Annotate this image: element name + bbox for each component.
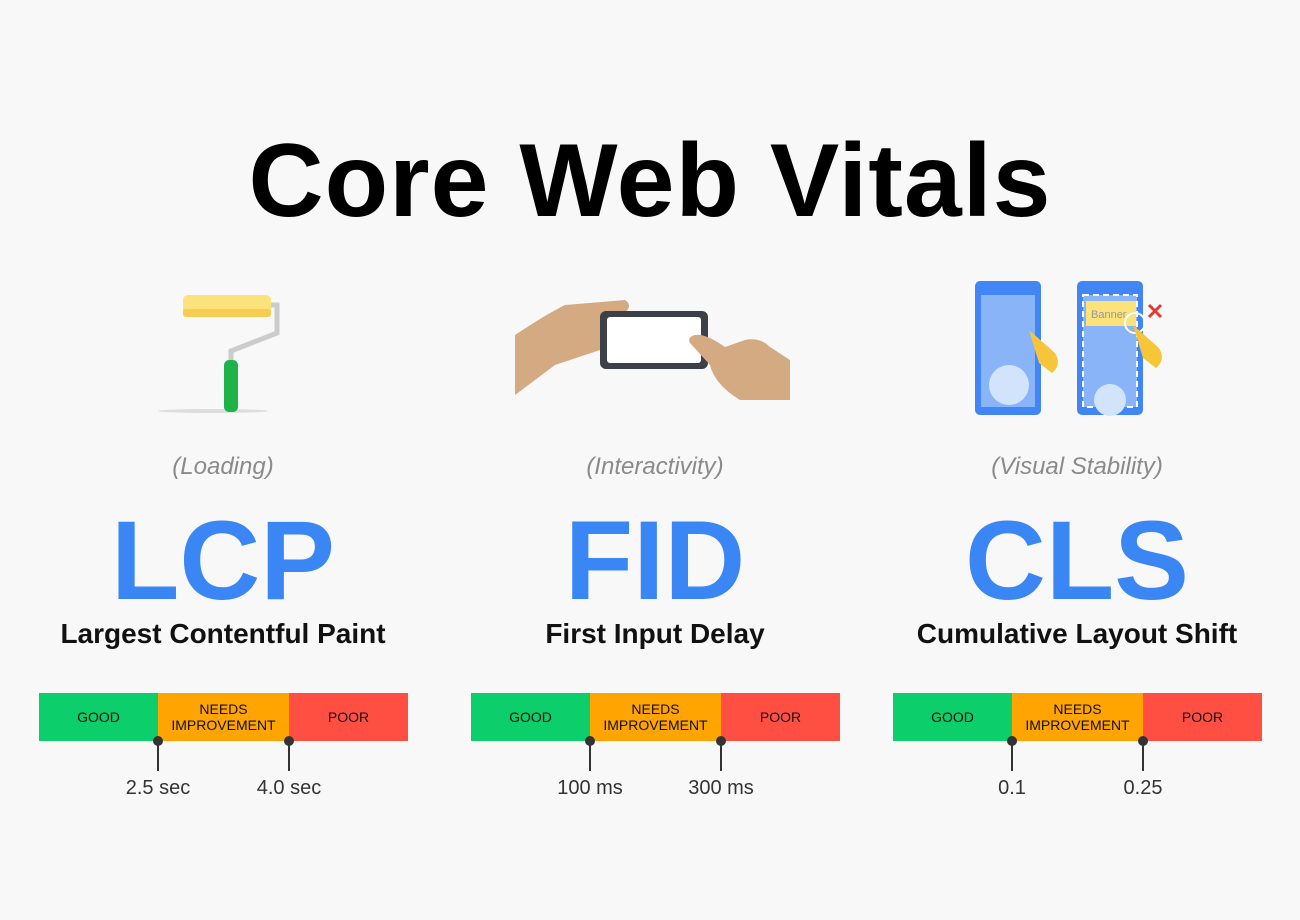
metric-category: (Loading) [172, 453, 274, 480]
metric-acronym: LCP [111, 498, 335, 623]
cls-threshold-bar: GOOD NEEDS IMPROVEMENT POOR [893, 693, 1262, 741]
segment-good: GOOD [471, 693, 590, 741]
metric-name: Cumulative Layout Shift [916, 618, 1238, 649]
metric-lcp: (Loading) LCP Largest Contentful Paint [3, 0, 443, 920]
threshold-label: 0.25 [1123, 777, 1163, 799]
threshold-marker [1138, 736, 1148, 776]
threshold-marker [1007, 736, 1017, 776]
threshold-label: 4.0 sec [256, 777, 322, 799]
lcp-threshold-bar: GOOD NEEDS IMPROVEMENT POOR [39, 693, 408, 741]
threshold-marker [716, 736, 726, 776]
segment-good: GOOD [39, 693, 158, 741]
segment-poor: POOR [289, 693, 408, 741]
segment-poor: POOR [721, 693, 840, 741]
metric-category: (Interactivity) [586, 453, 724, 480]
banner-label: Banner [1091, 309, 1127, 321]
threshold-marker [284, 736, 294, 776]
threshold-label: 300 ms [688, 777, 754, 799]
page-title: Core Web Vitals [248, 123, 1052, 239]
hand-holding-phone-icon [435, 275, 875, 420]
threshold-label: 2.5 sec [125, 777, 191, 799]
threshold-marker [153, 736, 163, 776]
metric-cls: Banner (Visual Stability) CLS Cumulative… [857, 0, 1297, 920]
segment-needs-improvement: NEEDS IMPROVEMENT [590, 693, 721, 741]
metric-fid: (Interactivity) FID First Input Delay [435, 0, 875, 920]
layout-shift-phones-icon: Banner [857, 275, 1297, 420]
paint-roller-icon [3, 275, 443, 420]
metric-category: (Visual Stability) [991, 453, 1163, 480]
metric-name: Largest Contentful Paint [60, 618, 386, 649]
metric-name: First Input Delay [545, 618, 765, 649]
threshold-marker [585, 736, 595, 776]
segment-needs-improvement: NEEDS IMPROVEMENT [158, 693, 289, 741]
segment-good: GOOD [893, 693, 1012, 741]
segment-poor: POOR [1143, 693, 1262, 741]
fid-threshold-bar: GOOD NEEDS IMPROVEMENT POOR [471, 693, 840, 741]
metric-acronym: CLS [965, 498, 1189, 623]
metric-acronym: FID [564, 498, 746, 623]
segment-needs-improvement: NEEDS IMPROVEMENT [1012, 693, 1143, 741]
threshold-label: 100 ms [557, 777, 623, 799]
threshold-label: 0.1 [998, 777, 1026, 799]
